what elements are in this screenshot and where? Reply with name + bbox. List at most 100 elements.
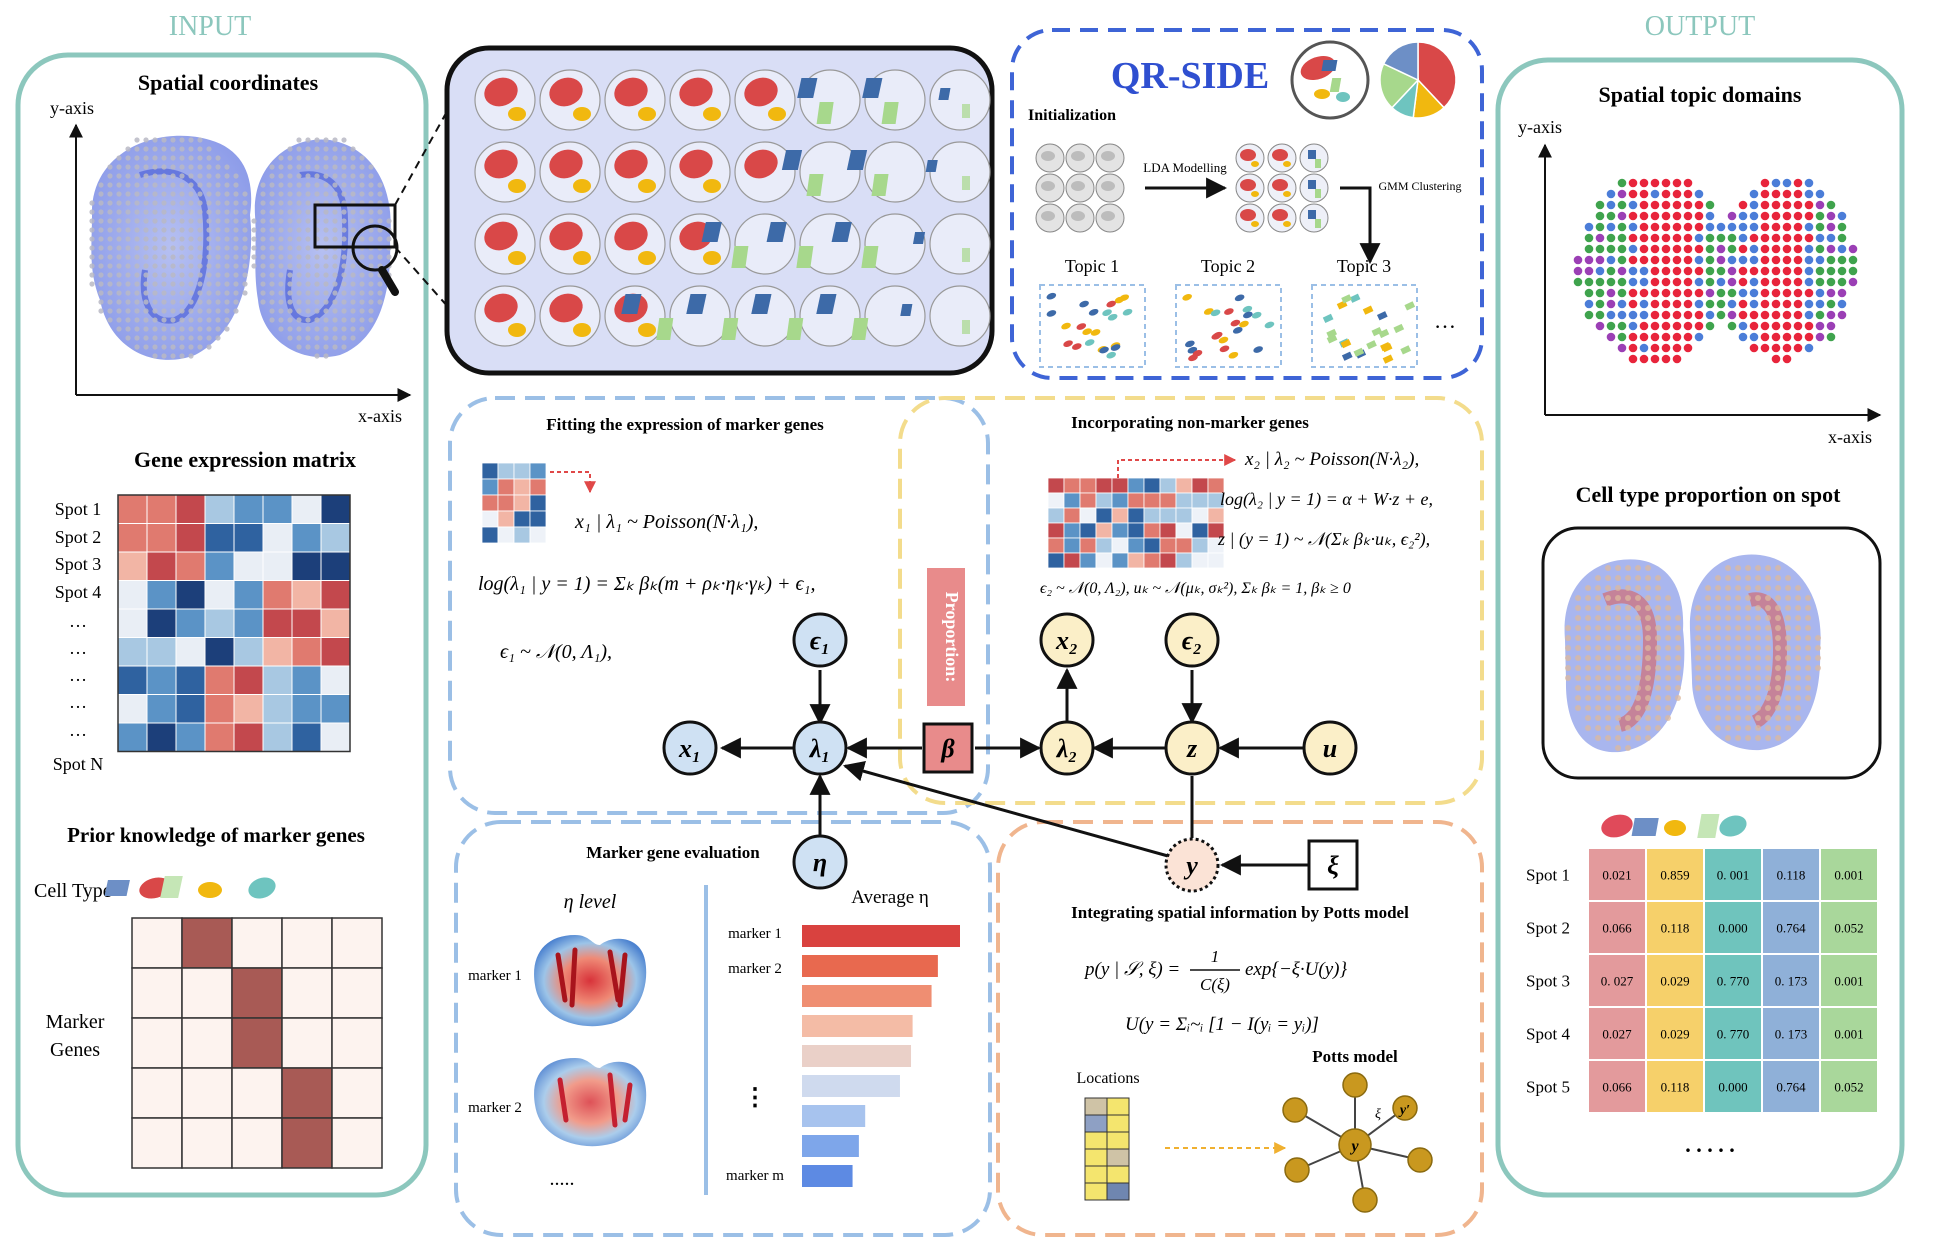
domain-spot xyxy=(1672,244,1682,254)
fitting-title: Fitting the expression of marker genes xyxy=(546,415,824,434)
lda-yellow-cell xyxy=(1283,191,1291,197)
domain-spot xyxy=(1694,233,1704,243)
heatmap-marker-1-label: marker 1 xyxy=(468,968,522,984)
tissue-spot xyxy=(206,263,212,269)
tissue-spot xyxy=(323,173,329,179)
domain-spot xyxy=(1661,255,1671,265)
proportion-spot xyxy=(1645,685,1651,691)
tissue-spot xyxy=(341,182,347,188)
table-cell-value: 0.859 xyxy=(1660,868,1689,883)
green-cell xyxy=(806,174,824,196)
proportion-spot xyxy=(1735,655,1741,661)
tissue-spot xyxy=(188,146,194,152)
proportion-spot xyxy=(1715,705,1721,711)
domain-spot xyxy=(1650,288,1660,298)
domain-spot xyxy=(1628,178,1638,188)
proportion-spot xyxy=(1755,695,1761,701)
tissue-spot xyxy=(305,290,311,296)
domain-spot xyxy=(1782,211,1792,221)
cell-icon-green xyxy=(160,876,183,898)
potts-center-node xyxy=(1338,1128,1372,1162)
topic-cell xyxy=(1322,313,1334,324)
tissue-spot xyxy=(368,254,374,260)
tissue-spot xyxy=(98,263,104,269)
proportion-spot xyxy=(1625,665,1631,671)
mini-matrix-cell xyxy=(481,478,499,496)
tissue-spot xyxy=(368,209,374,215)
domain-spot xyxy=(1837,310,1847,320)
gene-matrix-cell xyxy=(117,694,148,724)
domain-spot xyxy=(1617,288,1627,298)
proportion-spot xyxy=(1615,635,1621,641)
tissue-spot xyxy=(206,146,212,152)
tissue-spot xyxy=(341,308,347,314)
green-cell xyxy=(786,318,804,340)
tissue-spot xyxy=(332,326,338,332)
domain-spot xyxy=(1650,211,1660,221)
marker-matrix-cell xyxy=(131,1017,183,1069)
tissue-spot xyxy=(215,290,221,296)
tissue-spot xyxy=(116,308,122,314)
proportion-spot xyxy=(1635,625,1641,631)
gene-matrix-cell xyxy=(204,665,235,695)
proportion-spot xyxy=(1805,695,1811,701)
tissue-spot xyxy=(161,308,167,314)
topic-cell xyxy=(1224,308,1234,315)
tissue-spot xyxy=(107,281,113,287)
table-cell xyxy=(1645,1006,1705,1061)
mini-matrix-cell xyxy=(513,510,531,528)
tissue-spot xyxy=(197,236,203,242)
tissue-spot xyxy=(215,227,221,233)
topic-cell xyxy=(1046,310,1057,317)
location-cell xyxy=(1106,1148,1130,1167)
tissue-spot xyxy=(287,173,293,179)
tissue-spot xyxy=(188,290,194,296)
domain-spot xyxy=(1771,233,1781,243)
tissue-spot xyxy=(152,209,158,215)
tissue-spot xyxy=(143,209,149,215)
proportion-spot xyxy=(1775,635,1781,641)
red-cell xyxy=(744,77,778,107)
domain-spot xyxy=(1793,189,1803,199)
location-cell xyxy=(1084,1165,1108,1184)
tissue-spot xyxy=(215,326,221,332)
domain-spot xyxy=(1672,354,1682,364)
proportion-spot xyxy=(1765,585,1771,591)
domain-spot xyxy=(1782,310,1792,320)
tissue-spot xyxy=(305,146,311,152)
proportion-spot xyxy=(1715,725,1721,731)
proportion-spot xyxy=(1645,575,1651,581)
domain-spot xyxy=(1617,178,1627,188)
proportion-spot xyxy=(1725,625,1731,631)
proportion-spot xyxy=(1625,705,1631,711)
proportion-spot xyxy=(1635,635,1641,641)
domain-spot xyxy=(1738,266,1748,276)
output-header: OUTPUT xyxy=(1645,11,1755,42)
mini-matrix-cell xyxy=(1175,477,1193,494)
domain-spot xyxy=(1683,277,1693,287)
proportion-spot xyxy=(1665,695,1671,701)
proportion-spot xyxy=(1775,645,1781,651)
mini-matrix-cell xyxy=(1175,522,1193,539)
tissue-spot xyxy=(278,236,284,242)
proportion-spot xyxy=(1655,595,1661,601)
domain-spot xyxy=(1672,277,1682,287)
location-cell xyxy=(1106,1114,1130,1133)
domain-spot xyxy=(1782,200,1792,210)
mini-matrix-cell xyxy=(1191,507,1209,524)
domain-spot xyxy=(1617,310,1627,320)
topic-cell xyxy=(1192,350,1203,357)
topic-cell xyxy=(1082,328,1092,336)
domain-spot xyxy=(1793,255,1803,265)
node-eps1-label: ϵ₁ xyxy=(810,626,830,655)
proportion-spot xyxy=(1615,655,1621,661)
proportion-spot xyxy=(1745,725,1751,731)
tissue-spot xyxy=(278,173,284,179)
domain-spot xyxy=(1639,200,1649,210)
domain-spot xyxy=(1760,299,1770,309)
proportion-spot xyxy=(1655,695,1661,701)
domain-spot xyxy=(1694,211,1704,221)
potts-neighbor-node xyxy=(1352,1187,1378,1213)
proportion-spot xyxy=(1645,695,1651,701)
topic-cell xyxy=(1371,326,1383,337)
